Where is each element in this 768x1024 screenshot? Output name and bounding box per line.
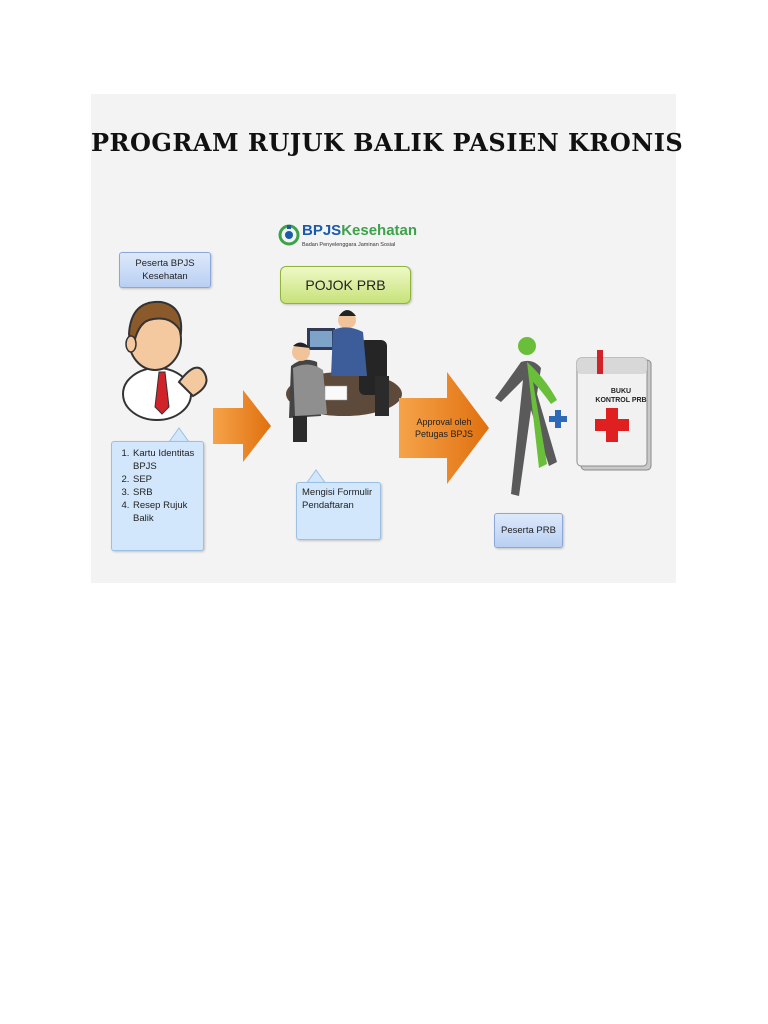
bpjs-logo-icon [278, 224, 300, 246]
bpjs-brand: BPJSKesehatan [302, 222, 418, 239]
buku-label-line1: BUKU [610, 388, 632, 395]
buku-label-line2: KONTROL PRB [595, 397, 647, 404]
docs-callout-pointer [168, 427, 190, 443]
plus-icon [549, 410, 567, 428]
mengisi-formulir-box: Mengisi Formulir Pendaftaran [296, 482, 381, 540]
patient-icon [122, 300, 208, 421]
flow-arrow-2 [399, 372, 489, 484]
documents-list: Kartu Identitas BPJS SEP SRB Resep Rujuk… [118, 447, 203, 525]
flow-arrow-1 [213, 390, 271, 462]
buku-kontrol-icon [576, 350, 652, 471]
diagram-title: PROGRAM RUJUK BALIK PASIEN KRONIS [91, 128, 684, 157]
peserta-prb-box: Peserta PRB [494, 513, 563, 548]
peserta-bpjs-line2: Kesehatan [142, 271, 188, 282]
bpjs-subtitle: Badan Penyelenggara Jaminan Sosial [302, 242, 396, 248]
pojok-prb-box: POJOK PRB [280, 266, 411, 304]
peserta-bpjs-box: Peserta BPJS Kesehatan [119, 252, 211, 288]
document-item: Resep Rujuk Balik [132, 499, 203, 525]
meeting-icon [286, 310, 402, 442]
peserta-bpjs-line1: Peserta BPJS [135, 258, 195, 269]
diagram-card: PROGRAM RUJUK BALIK PASIEN KRONIS BPJSKe… [91, 94, 684, 583]
approval-label: Approval oleh Petugas BPJS [414, 417, 474, 439]
buku-kontrol-label: BUKU KONTROL PRB [591, 387, 651, 405]
document-item: SEP [132, 473, 203, 486]
peserta-prb-figure-icon [495, 337, 557, 496]
document-item: SRB [132, 486, 203, 499]
documents-box: Kartu Identitas BPJS SEP SRB Resep Rujuk… [111, 441, 204, 551]
document-item: Kartu Identitas BPJS [132, 447, 203, 473]
